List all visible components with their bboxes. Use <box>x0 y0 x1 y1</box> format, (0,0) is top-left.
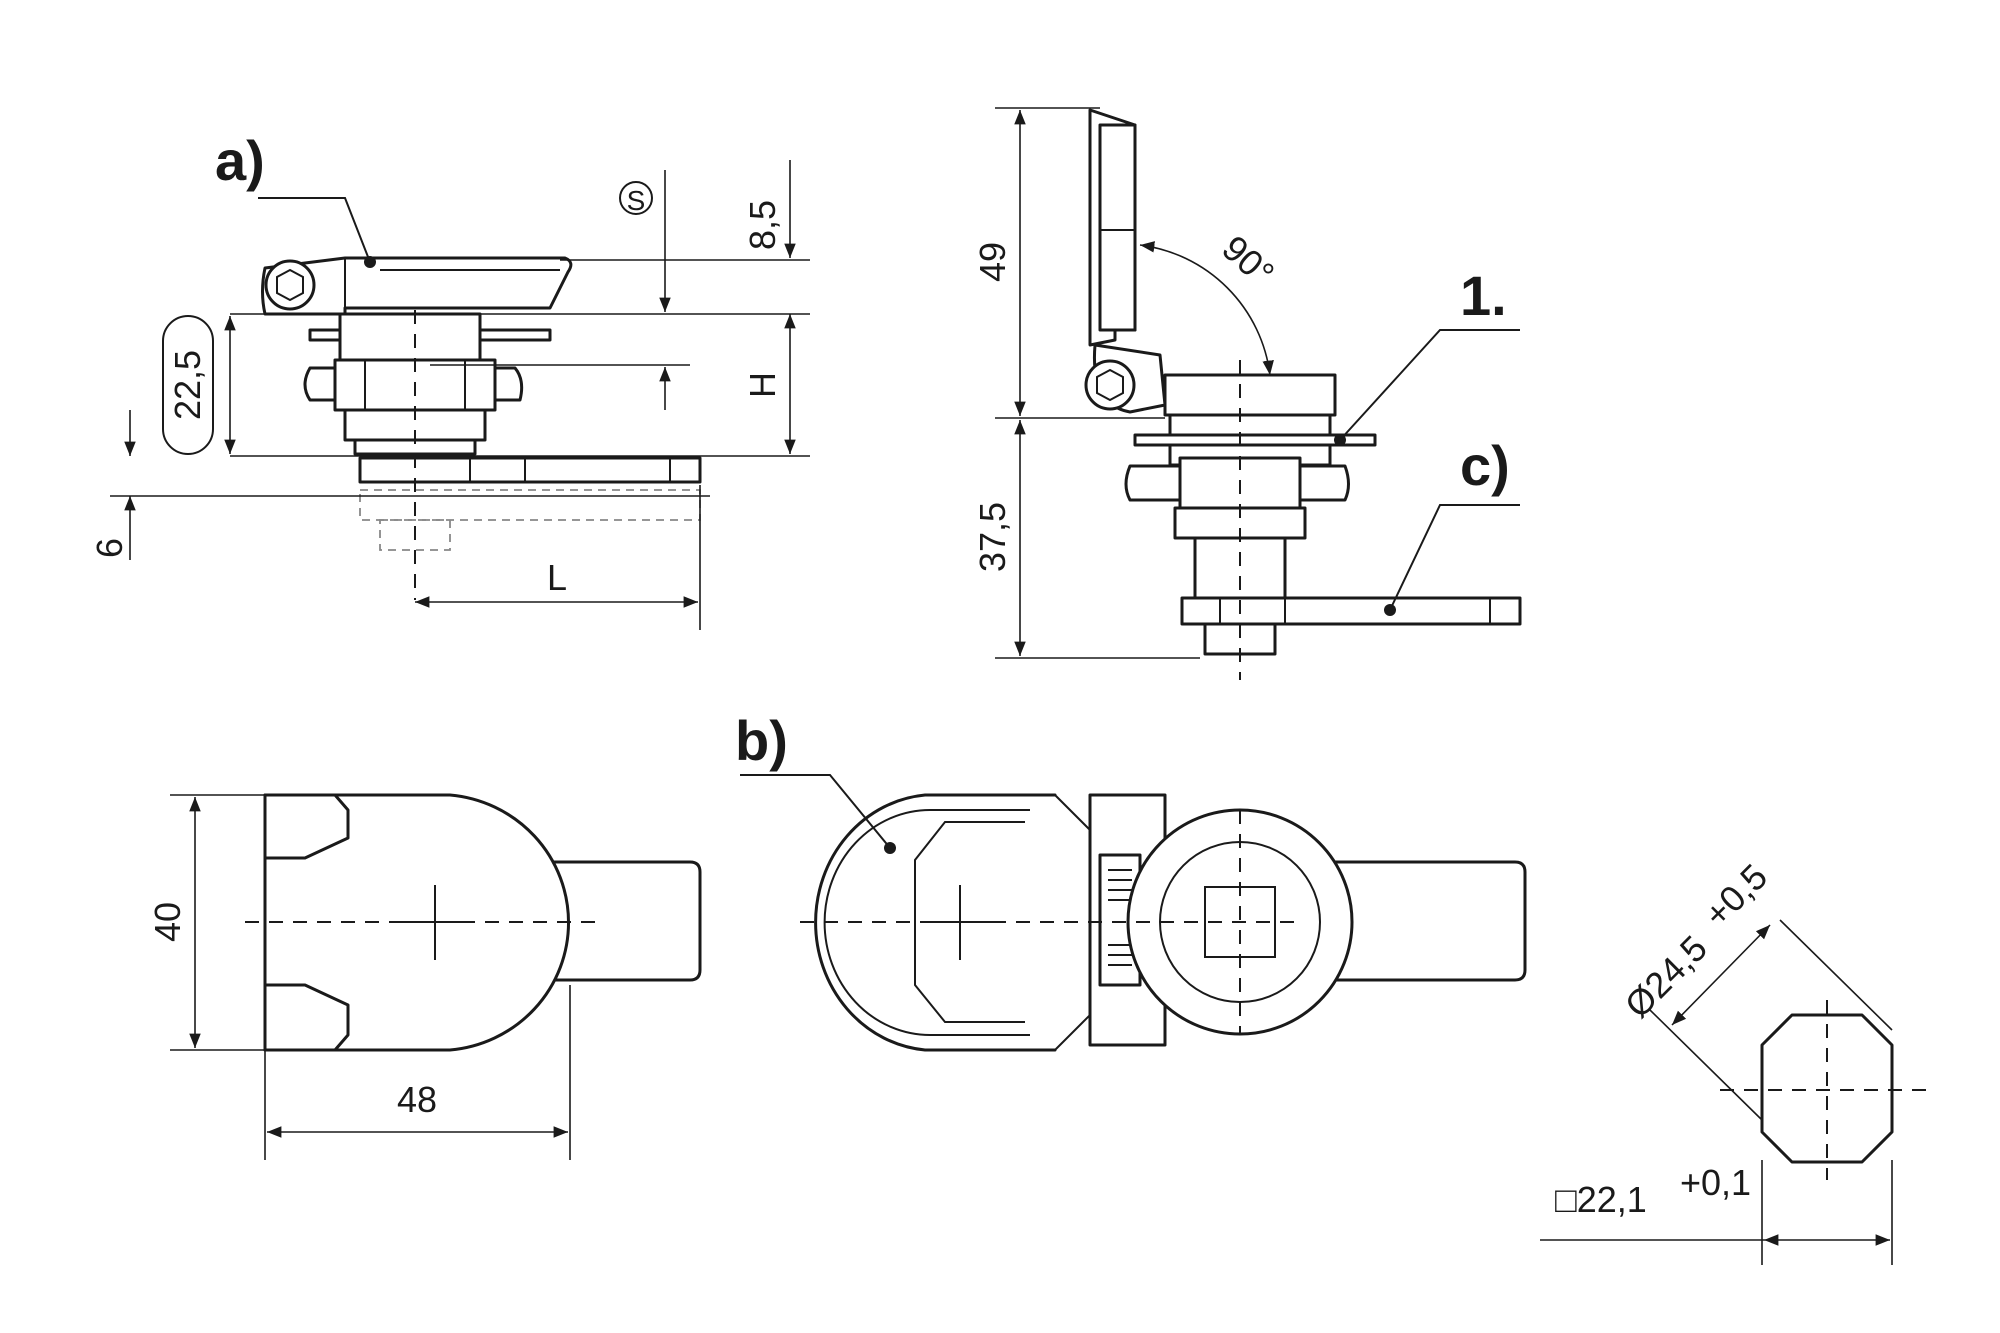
label-c: c) <box>1460 434 1510 497</box>
top-view-open <box>740 774 1527 1052</box>
dim-8-5: 8,5 <box>742 200 783 250</box>
dim-diameter-tolerance: +0,5 <box>1696 856 1775 935</box>
dim-l: L <box>547 557 567 598</box>
label-one: 1. <box>1460 264 1507 327</box>
dim-22-5: 22,5 <box>167 350 208 420</box>
dim-square-tolerance: +0,1 <box>1680 1162 1751 1203</box>
panel-cutout <box>1540 919 1930 1265</box>
dim-6: 6 <box>89 538 130 558</box>
dim-square: □22,1 <box>1555 1179 1647 1220</box>
dim-diameter-value: Ø24,5 <box>1617 927 1715 1025</box>
dim-h: H <box>742 372 783 398</box>
dim-48: 48 <box>397 1079 437 1120</box>
label-a: a) <box>215 129 265 192</box>
side-view-a <box>110 160 810 630</box>
top-view-closed <box>170 793 702 1160</box>
dim-37-5: 37,5 <box>972 502 1013 572</box>
label-b: b) <box>735 709 788 772</box>
side-view-open <box>995 107 1522 680</box>
dim-s: S <box>627 185 646 216</box>
dim-49: 49 <box>972 242 1013 282</box>
dim-40: 40 <box>147 902 188 942</box>
